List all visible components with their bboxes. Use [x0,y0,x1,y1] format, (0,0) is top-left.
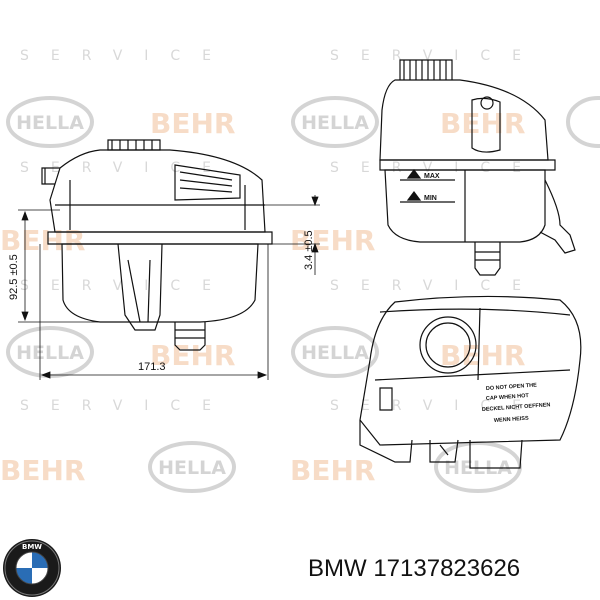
watermark-service-text: SERVICE [330,278,543,294]
part-caption: BMW 17137823626 [308,555,520,583]
svg-text:HELLA: HELLA [301,112,369,134]
behr-logo-watermark: BEHR [290,224,375,257]
watermark-service-text: SERVICE [330,48,543,64]
warning-label-line: WENN HEISS [494,416,530,424]
behr-logo-watermark: BEHR [0,224,85,257]
watermark-service-text: SERVICE [20,160,233,176]
watermark-service-text: SERVICE [330,398,543,414]
svg-text:BMW: BMW [22,543,42,551]
svg-text:HELLA: HELLA [158,457,226,479]
hella-logo-watermark [566,96,600,148]
behr-logo-watermark: BEHR [440,107,525,140]
hella-logo-watermark: HELLA [148,441,236,493]
warning-label-line: CAP WHEN HOT [486,393,530,402]
warning-label: DO NOT OPEN THE CAP WHEN HOT DECKEL NICH… [482,382,551,424]
watermark-service-text: SERVICE [330,160,543,176]
watermark-service-text: SERVICE [20,278,233,294]
behr-logo-watermark: BEHR [0,454,85,487]
hella-logo-watermark: HELLA [291,326,379,378]
behr-logo-watermark: BEHR [290,454,375,487]
warning-label-line: DECKEL NICHT OEFFNEN [482,402,551,413]
dimension-lines [18,195,320,380]
part-number: 17137823626 [373,555,521,582]
svg-text:HELLA: HELLA [301,342,369,364]
hella-logo-watermark: HELLA [291,96,379,148]
watermark-service-text: SERVICE [20,48,233,64]
svg-text:HELLA: HELLA [16,112,84,134]
svg-text:HELLA: HELLA [16,342,84,364]
hella-logo-watermark: HELLA [434,441,522,493]
dimension-offset-label: 3.4 ±0.5 [303,230,315,270]
tank-perspective-view [359,295,582,469]
hella-logo-watermark: HELLA [6,326,94,378]
dimension-width-label: 171.3 [138,361,166,373]
behr-logo-watermark: BEHR [150,339,235,372]
level-min-label: MIN [424,195,437,202]
watermark-service-text: SERVICE [20,398,233,414]
level-max-label: MAX [424,173,440,180]
warning-label-line: DO NOT OPEN THE [486,382,538,392]
hella-logo-watermark: HELLA [6,96,94,148]
brand-name: BMW [308,555,367,582]
behr-logo-watermark: BEHR [150,107,235,140]
bmw-logo-icon: BMW [3,539,61,597]
watermark-layer: SERVICE SERVICE SERVICE SERVICE SERVICE … [0,48,600,493]
tank-front-view [379,59,576,276]
dimension-height-label: 92.5 ±0.5 [8,254,20,300]
